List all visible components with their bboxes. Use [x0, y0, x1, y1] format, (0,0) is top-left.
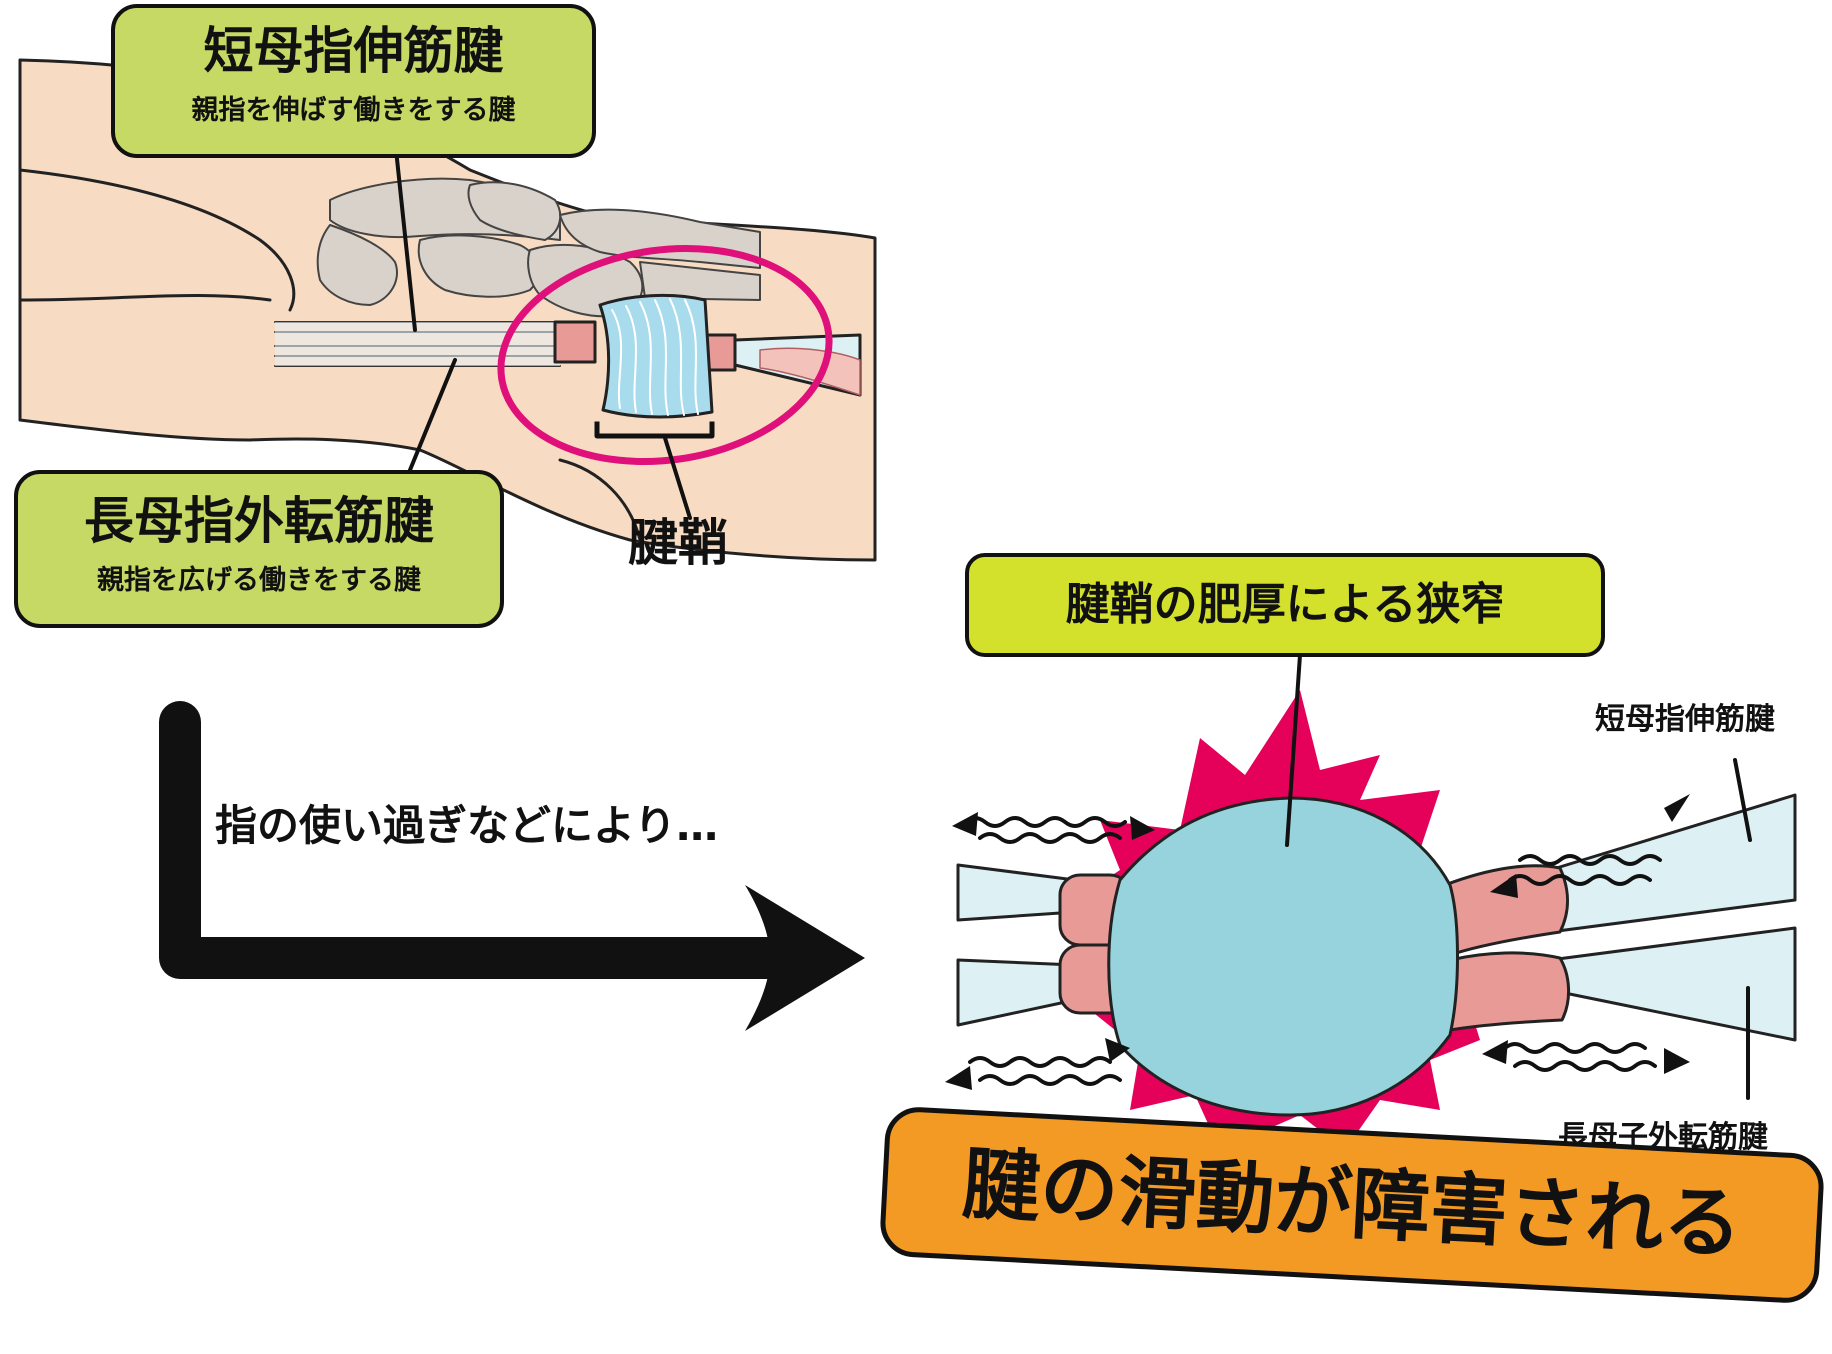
epb-label-box: 短母指伸筋腱 親指を伸ばす働きをする腱 — [111, 4, 596, 158]
hand-illustration — [18, 58, 877, 562]
motion-arrows — [945, 794, 1690, 1090]
epb-small-label: 短母指伸筋腱 — [1595, 702, 1775, 737]
sheath-bracket — [594, 421, 715, 439]
narrowing-label-box: 腱鞘の肥厚による狭窄 — [965, 553, 1605, 657]
swollen-sheath-diagram — [956, 690, 1797, 1150]
muscle-right-bottom — [1448, 951, 1571, 1032]
muscle-fibers-right — [759, 347, 861, 396]
muscle-right-top — [1443, 864, 1569, 957]
narrowing-label-text: 腱鞘の肥厚による狭窄 — [1065, 579, 1505, 630]
epb-label-desc: 親指を伸ばす働きをする腱 — [191, 95, 516, 126]
tendon-left-bottom — [956, 958, 1077, 1027]
tendon-left-top — [956, 863, 1077, 922]
palm-crease — [18, 294, 272, 302]
apl-label-desc: 親指を広げる働きをする腱 — [97, 565, 421, 596]
muscle-left — [553, 320, 597, 364]
sheath-stripes — [611, 298, 699, 416]
cause-text: 指の使い過ぎなどにより… — [215, 801, 719, 850]
swollen-sheath — [1107, 796, 1459, 1117]
motion-arrow-lower-right — [1482, 1040, 1690, 1074]
leader-lines-right — [1285, 653, 1752, 1100]
motion-arrow-upper-right — [1490, 794, 1690, 898]
flow-arrow-shaft — [159, 701, 791, 979]
leader-lines-top — [393, 138, 692, 520]
apl-label-title: 長母指外転筋腱 — [84, 492, 434, 550]
motion-arrow-lower-left — [945, 1038, 1130, 1090]
flow-arrow-head — [745, 885, 865, 1031]
tendon-sheath — [598, 293, 714, 419]
tendon-band — [275, 322, 560, 366]
sheath-label: 腱鞘 — [628, 514, 728, 572]
thumb-outline — [18, 168, 296, 312]
motion-arrow-upper-left — [952, 812, 1155, 844]
epb-label-title: 短母指伸筋腱 — [203, 22, 504, 80]
result-banner-text: 腱の滑動が障害される — [960, 1139, 1744, 1271]
wrist-bones — [316, 177, 761, 318]
wrist-crease — [558, 458, 642, 542]
flow-arrow — [159, 701, 865, 1031]
apl-label-box: 長母指外転筋腱 親指を広げる働きをする腱 — [14, 470, 504, 628]
tendon-right-bottom — [1548, 926, 1797, 1042]
highlight-ring — [497, 245, 833, 465]
